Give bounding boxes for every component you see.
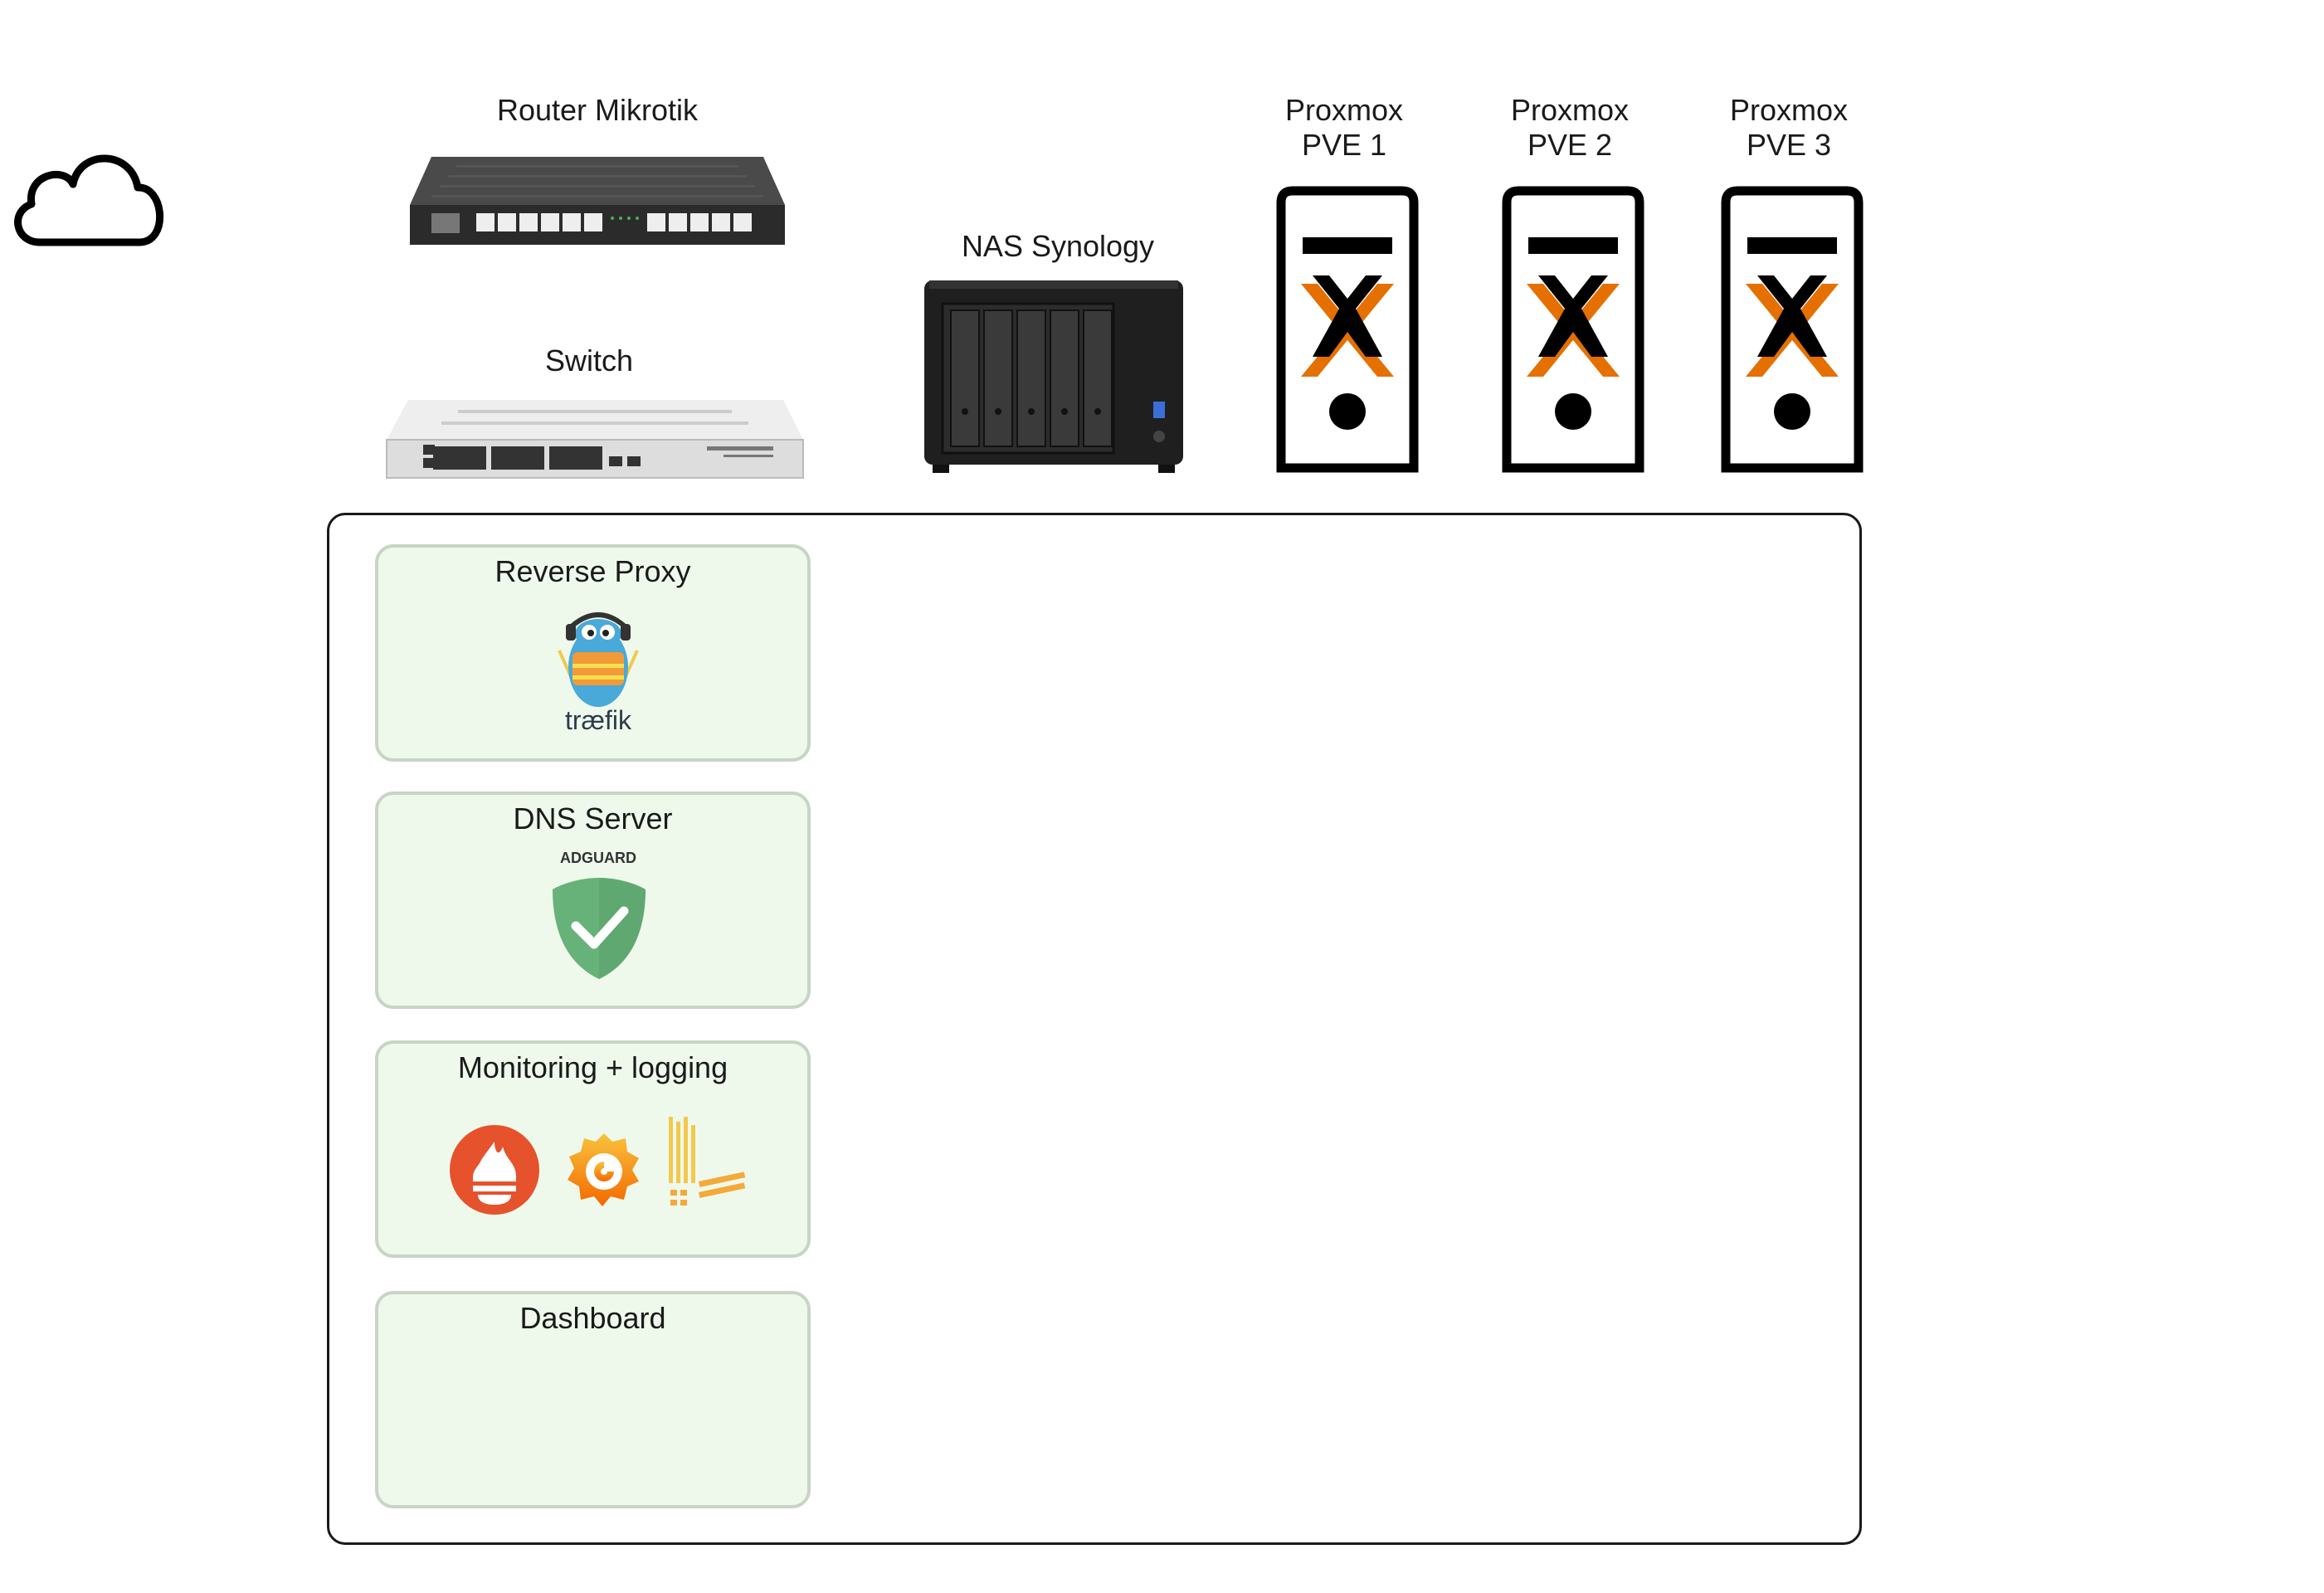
traefik-logo-text: træfik — [565, 705, 631, 735]
service-monitoring[interactable]: Monitoring + logging — [375, 1040, 811, 1258]
adguard-icon — [549, 874, 649, 982]
adguard-logo-text: ADGUARD — [560, 850, 636, 866]
proxmox-icon — [1301, 275, 1394, 377]
service-title: DNS Server — [513, 801, 673, 835]
proxmox-icon — [1527, 275, 1620, 377]
nas-label: NAS Synology — [961, 229, 1155, 263]
cloud-icon — [7, 133, 166, 249]
switch-icon — [383, 397, 806, 485]
pve3-label: Proxmox PVE 3 — [1729, 93, 1849, 162]
service-dns-server[interactable]: DNS Server ADGUARD — [375, 792, 811, 1009]
service-title: Reverse Proxy — [495, 554, 691, 588]
service-title: Dashboard — [519, 1301, 666, 1335]
pve1-label: Proxmox PVE 1 — [1284, 93, 1404, 162]
server-icon — [1493, 186, 1653, 473]
grafana-icon — [564, 1127, 644, 1213]
proxmox-icon — [1746, 275, 1839, 377]
service-dashboard[interactable]: Dashboard — [375, 1291, 811, 1508]
switch-label: Switch — [544, 343, 634, 378]
router-label: Router Mikrotik — [496, 93, 699, 127]
server-icon — [1268, 186, 1427, 473]
traefik-icon — [553, 609, 644, 715]
router-icon — [407, 153, 788, 251]
services-container — [327, 513, 1862, 1545]
loki-icon — [665, 1113, 748, 1213]
nas-icon — [921, 277, 1186, 476]
pve2-label: Proxmox PVE 2 — [1510, 93, 1630, 162]
service-title: Monitoring + logging — [457, 1050, 728, 1084]
prometheus-icon — [448, 1123, 541, 1216]
service-reverse-proxy[interactable]: Reverse Proxy træfik — [375, 544, 811, 762]
server-icon — [1713, 186, 1872, 473]
